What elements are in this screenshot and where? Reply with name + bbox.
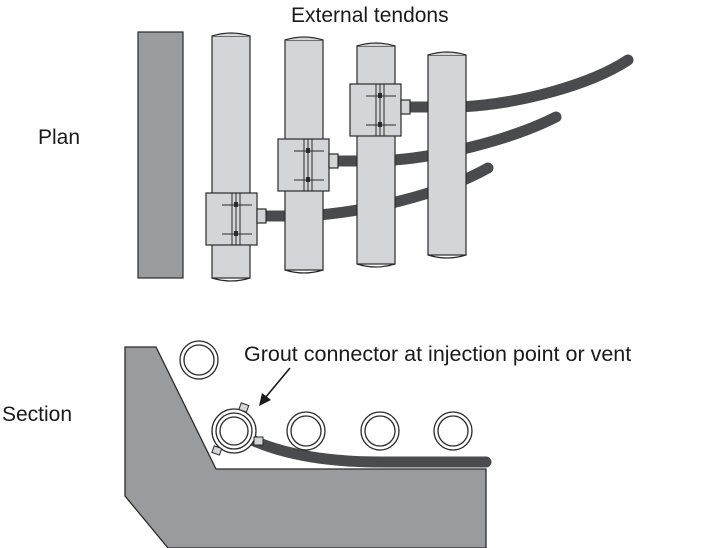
tendon-3 [404, 54, 634, 113]
grout-connector-3 [349, 83, 411, 137]
plan-wall [137, 31, 184, 279]
duct-tube-3 [356, 42, 396, 268]
plan-label: Plan [38, 126, 80, 149]
section-view: Section [2, 340, 631, 548]
callout-arrow [259, 367, 291, 406]
plan-view: External tendons Plan [38, 4, 634, 282]
duct-ring-connector [211, 402, 264, 456]
duct-ring-top [179, 340, 219, 380]
duct-tube-4 [427, 51, 467, 259]
section-concrete [124, 346, 487, 548]
grout-connector-label: Grout connector at injection point or ve… [244, 342, 631, 366]
duct-ring-3 [360, 411, 400, 451]
grout-connector-2 [277, 138, 339, 192]
duct-ring-2 [286, 411, 326, 451]
title-external-tendons: External tendons [291, 4, 449, 27]
grout-connector-1 [205, 192, 267, 246]
section-label: Section [2, 403, 72, 426]
duct-ring-4 [433, 411, 473, 451]
